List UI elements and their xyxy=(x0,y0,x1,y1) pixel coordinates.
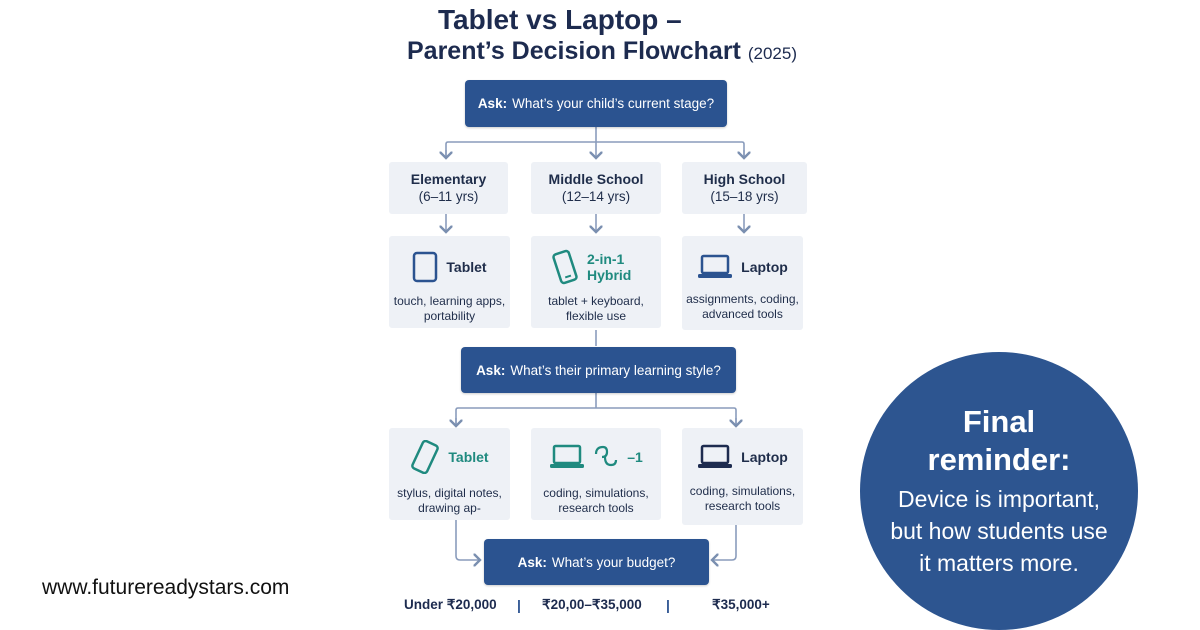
device-card-hybrid: 2-in-1 Hybrid tablet + keyboard, flexibl… xyxy=(531,236,661,328)
question-budget-text: What’s your budget? xyxy=(551,554,676,570)
question-ask-label: Ask: xyxy=(477,96,508,111)
device-desc: touch, learning apps, portability xyxy=(393,294,506,323)
website-url: www.futurereadystars.com xyxy=(42,576,290,599)
device-card-laptop: Laptop assignments, coding, advanced too… xyxy=(682,236,803,330)
hybrid-link-icon xyxy=(595,445,618,467)
page-title-text: Parent’s Decision Flowchart xyxy=(407,37,741,65)
device-desc: stylus, digital notes, drawing ap- xyxy=(397,486,502,515)
style-card-laptop: Laptop coding, simulations, research too… xyxy=(682,428,803,525)
laptop-icon xyxy=(698,254,733,278)
question-stage-text: What’s your child’s current stage? xyxy=(512,96,715,111)
device-label: 2-in-1 Hybrid xyxy=(587,251,632,283)
question-learning-style-text: What’s their primary learning style? xyxy=(510,362,721,378)
phone-hybrid-icon xyxy=(552,249,578,285)
connector-q1-branch xyxy=(445,141,745,158)
device-label: –1 xyxy=(627,449,643,465)
laptop-icon xyxy=(698,444,733,468)
question-ask-label: Ask: xyxy=(476,362,506,378)
budget-separator: | xyxy=(666,597,670,613)
final-reminder-circle: Final reminder: Device is important, but… xyxy=(860,352,1138,630)
style-card-hybrid: –1 coding, simulations, research tools xyxy=(531,428,661,520)
device-label: Tablet xyxy=(446,259,487,275)
style-card-tablet: Tablet stylus, digital notes, drawing ap… xyxy=(389,428,510,520)
device-desc: coding, simulations, research tools xyxy=(543,486,649,515)
arrow-row2-right-q3 xyxy=(712,525,737,560)
device-label: Tablet xyxy=(448,449,489,465)
connector-q2-branch xyxy=(455,407,737,424)
arrow-row2-left-q3 xyxy=(455,520,480,560)
device-label: Laptop xyxy=(741,449,788,465)
stage-range: (12–14 yrs) xyxy=(561,189,631,204)
stage-name: High School xyxy=(703,171,786,187)
stylus-tablet-icon xyxy=(411,440,440,474)
tablet-icon xyxy=(413,251,438,283)
page-title-line1: Tablet vs Laptop – xyxy=(438,4,682,35)
stage-middle-school: Middle School (12–14 yrs) xyxy=(531,162,661,214)
stage-high-school: High School (15–18 yrs) xyxy=(682,162,807,214)
device-label: Laptop xyxy=(741,259,788,275)
device-desc: assignments, coding, advanced tools xyxy=(686,292,799,321)
stage-range: (6–11 yrs) xyxy=(418,189,479,204)
budget-separator: | xyxy=(517,597,521,613)
reminder-heading: Final reminder: xyxy=(927,404,1071,477)
stage-name: Elementary xyxy=(410,171,487,187)
page-title-year: (2025) xyxy=(747,44,797,63)
budget-option-mid: ₹20,00–₹35,000 xyxy=(542,597,642,612)
device-card-tablet: Tablet touch, learning apps, portability xyxy=(389,236,510,328)
budget-option-high: ₹35,000+ xyxy=(712,597,770,612)
laptop-teal-icon xyxy=(550,444,585,468)
stage-elementary: Elementary (6–11 yrs) xyxy=(389,162,508,214)
budget-option-low: Under ₹20,000 xyxy=(404,597,497,612)
reminder-body: Device is important, but how students us… xyxy=(890,486,1108,576)
question-stage-box: Ask: What’s your child’s current stage? xyxy=(465,80,727,127)
question-learning-style-box: Ask: What’s their primary learning style… xyxy=(461,347,736,393)
device-desc: tablet + keyboard, flexible use xyxy=(548,294,644,323)
stage-name: Middle School xyxy=(548,171,644,187)
page-title-line2: Parent’s Decision Flowchart (2025) xyxy=(407,37,797,66)
stage-range: (15–18 yrs) xyxy=(710,189,779,204)
device-desc: coding, simulations, research tools xyxy=(689,484,796,513)
question-budget-box: Ask: What’s your budget? xyxy=(484,539,709,585)
question-ask-label: Ask: xyxy=(517,554,547,570)
